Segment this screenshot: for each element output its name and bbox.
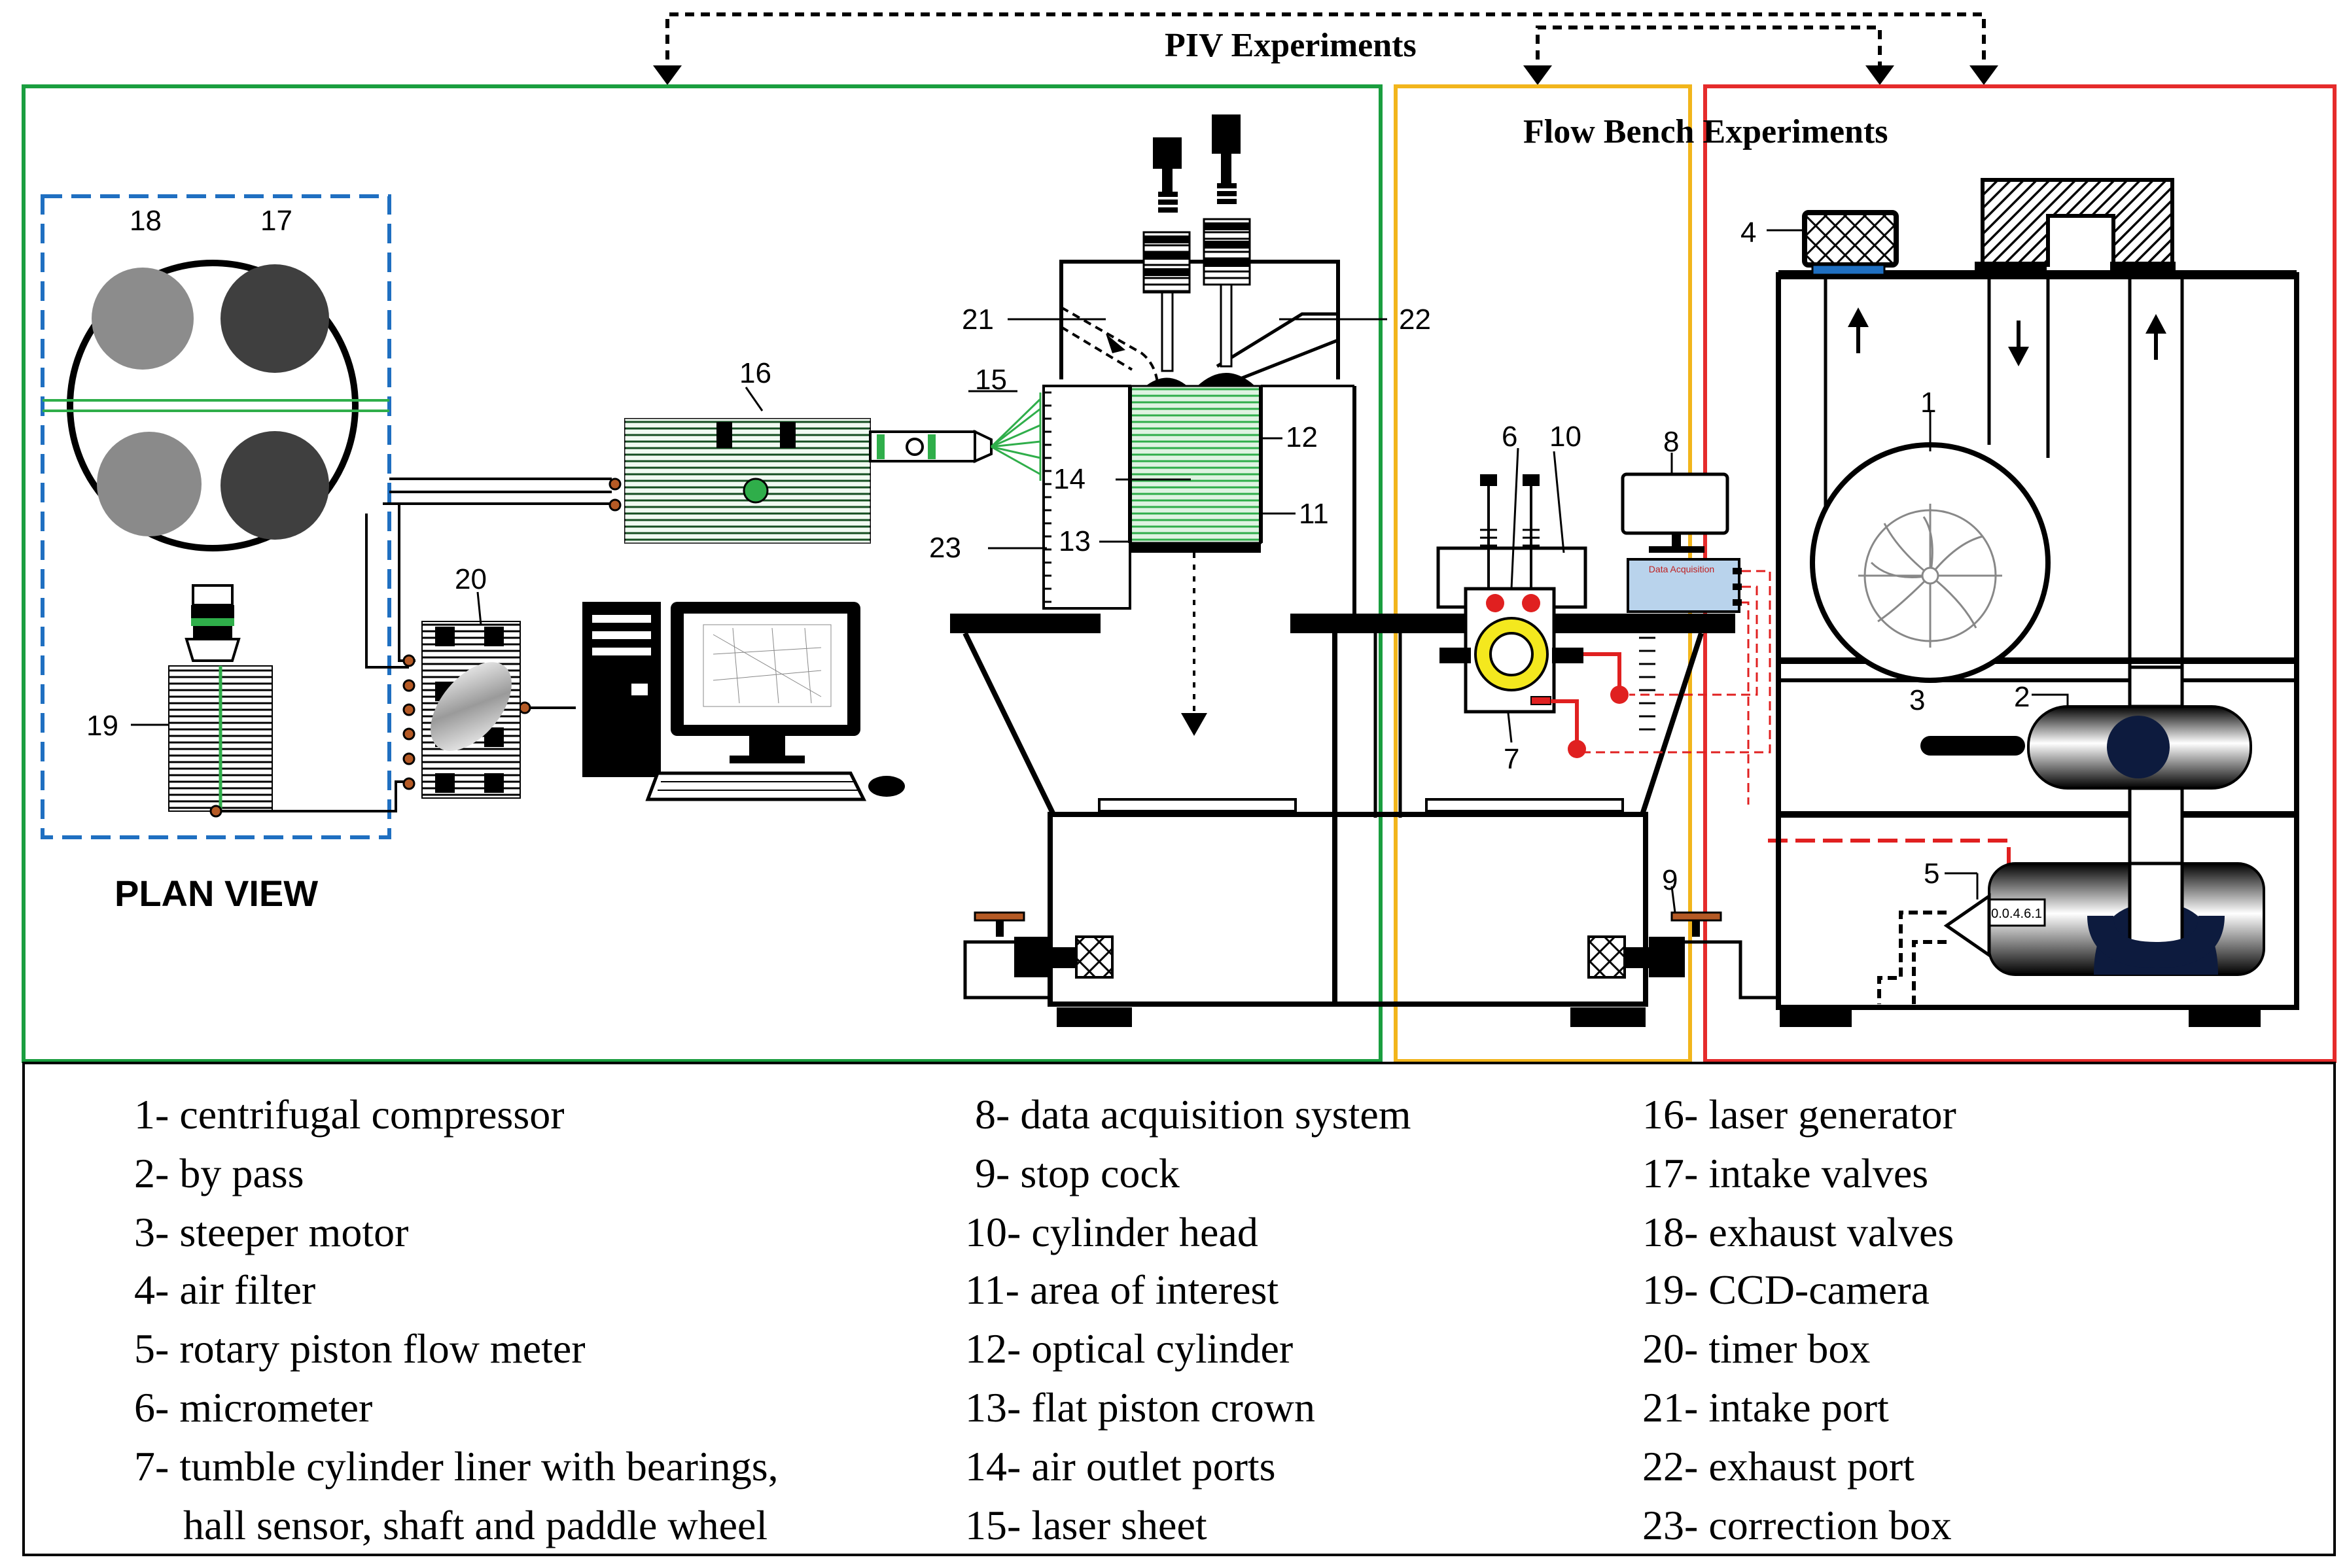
stop-cock-left: [963, 911, 1114, 1000]
piv-region-box: [22, 84, 1383, 1063]
callout-23: 23: [929, 532, 961, 564]
legend-item: 5- rotary piston flow meter: [134, 1325, 586, 1372]
exhaust-valve: [1142, 137, 1191, 389]
legend-box: [22, 1062, 2336, 1556]
callout-17: 17: [260, 205, 292, 237]
flowmeter-reading: 0.0.4.6.1: [1991, 907, 2042, 921]
exhaust-valve-top: [92, 268, 194, 370]
legend-item: 12- optical cylinder: [965, 1325, 1293, 1372]
legend-item: 11- area of interest: [965, 1266, 1279, 1313]
piv-arrowheads: [653, 65, 1998, 85]
callout-21: 21: [962, 304, 994, 336]
legend-column-2: 8- data acquisition system 9- stop cock …: [965, 1091, 1411, 1548]
callout-19: 19: [86, 710, 118, 742]
legend-item: 14- air outlet ports: [965, 1443, 1276, 1490]
piston-crown: [1130, 543, 1261, 553]
ccd-camera: [168, 584, 273, 812]
callout-12: 12: [1286, 421, 1318, 453]
cable-terminals: [209, 478, 622, 818]
signal-lines: [1583, 570, 1771, 805]
callout-5: 5: [1924, 858, 1939, 890]
legend-item: 9- stop cock: [975, 1150, 1180, 1196]
legend-item: 20- timer box: [1642, 1325, 1870, 1372]
callout-16: 16: [739, 357, 771, 389]
steeper-motor: [1920, 736, 2025, 756]
legend-item: 23- correction box: [1642, 1502, 1952, 1548]
legend-item: 15- laser sheet: [965, 1502, 1207, 1548]
callout-6: 6: [1502, 421, 1517, 453]
legend-item: 1- centrifugal compressor: [134, 1091, 565, 1138]
callout-leaders: [131, 229, 2069, 913]
data-acquisition: Data Acquisition: [1621, 472, 1742, 613]
callout-10: 10: [1549, 421, 1581, 453]
callout-numbers: 1 2 3 4 5 6 7 8 9 10 11 12 13 14 15 16 1…: [86, 205, 2030, 896]
callout-8: 8: [1663, 426, 1679, 458]
callout-13: 13: [1059, 525, 1091, 557]
legend-item: 13- flat piston crown: [965, 1384, 1315, 1431]
legend-item: 7- tumble cylinder liner with bearings,: [134, 1443, 779, 1490]
legend-column-3: 16- laser generator 17- intake valves 18…: [1642, 1091, 1956, 1548]
legend-item: 4- air filter: [134, 1266, 315, 1313]
callout-20: 20: [455, 563, 487, 595]
timer-box: [421, 621, 521, 799]
callout-11: 11: [1299, 498, 1329, 530]
legend-item: 2- by pass: [134, 1150, 304, 1196]
legend-item: 18- exhaust valves: [1642, 1209, 1954, 1255]
plan-view-label: PLAN VIEW: [115, 873, 318, 914]
legend-item: 16- laser generator: [1642, 1091, 1956, 1138]
intake-valve: [1197, 114, 1255, 386]
legend-item: 8- data acquisition system: [975, 1091, 1411, 1138]
stop-cock-right: [1587, 911, 1780, 1000]
callout-2: 2: [2014, 681, 2030, 713]
piv-experiments-title: PIV Experiments: [1165, 27, 1417, 64]
laser-sheet: [990, 392, 1042, 481]
callout-1: 1: [1920, 387, 1936, 419]
flow-bench-title: Flow Bench Experiments: [1523, 113, 1888, 150]
cylinder-top-view: [43, 260, 389, 551]
legend-item: hall sensor, shaft and paddle wheel: [183, 1502, 768, 1548]
callout-7: 7: [1504, 743, 1519, 775]
legend-item: 6- micrometer: [134, 1384, 372, 1431]
callout-18: 18: [130, 205, 162, 237]
callout-15: 15: [975, 364, 1007, 396]
callout-4: 4: [1740, 217, 1756, 249]
legend-item: 21- intake port: [1642, 1384, 1889, 1431]
plan-view-box: [41, 194, 391, 839]
piv-connectors: [665, 12, 1986, 75]
legend-item: 10- cylinder head: [965, 1209, 1258, 1255]
legend-item: 3- steeper motor: [134, 1209, 408, 1255]
test-rig: [950, 114, 1780, 1027]
legend-item: 22- exhaust port: [1642, 1443, 1915, 1490]
optical-cylinder: [1129, 385, 1262, 544]
air-filter: [1802, 210, 1899, 268]
laser-generator: [624, 418, 993, 544]
callout-9: 9: [1662, 864, 1678, 896]
daq-screen-label: Data Acquisition: [1649, 564, 1714, 574]
computer: [582, 602, 905, 801]
callout-14: 14: [1053, 463, 1085, 495]
flowmeter-signal: [1768, 839, 2011, 916]
intake-valve-top: [221, 264, 329, 373]
legend-column-1: 1- centrifugal compressor 2- by pass 3- …: [134, 1091, 779, 1548]
legend-item: 17- intake valves: [1642, 1150, 1928, 1196]
callout-22: 22: [1399, 304, 1431, 336]
callout-3: 3: [1909, 684, 1925, 716]
legend-item: 19- CCD-camera: [1642, 1266, 1930, 1313]
compressor-station: 0.0.4.6.1: [1776, 178, 2299, 1027]
